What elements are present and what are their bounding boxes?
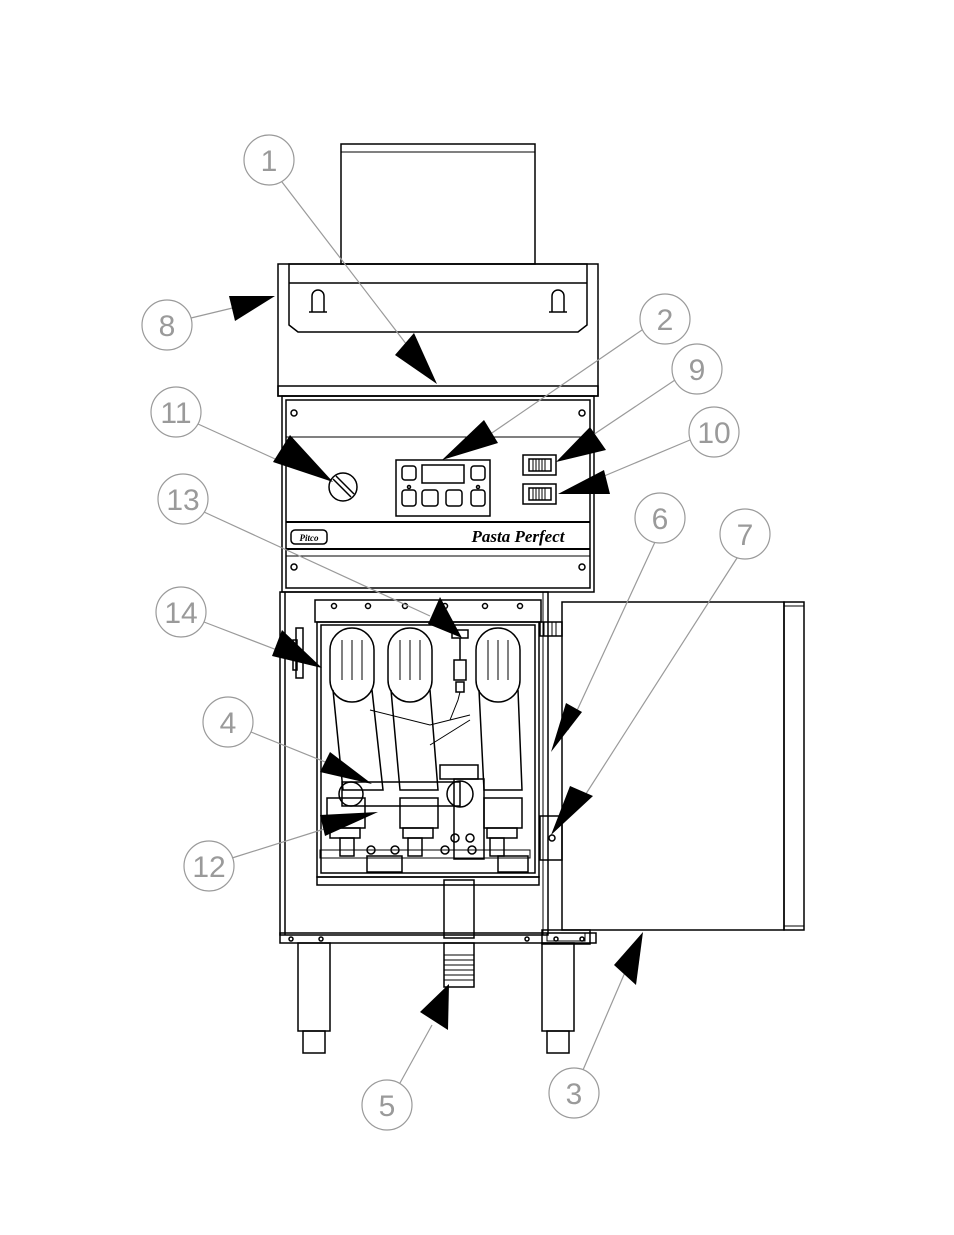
power-switch (523, 455, 556, 475)
basket-hanger (278, 264, 598, 396)
pilot-assembly (320, 781, 530, 872)
gas-valve (440, 630, 484, 859)
thermostat-knob (329, 473, 357, 501)
cabinet-door (540, 602, 804, 944)
brand-badge: Pitco (300, 533, 319, 543)
callout-3-label: 3 (566, 1078, 583, 1111)
callout-5-label: 5 (379, 1090, 396, 1123)
melt-switch (523, 484, 556, 504)
callout-11-label: 11 (160, 397, 191, 430)
computer-controller (396, 460, 490, 516)
callout-14-label: 14 (164, 597, 197, 630)
callout-8-label: 8 (159, 310, 176, 343)
callout-6-label: 6 (652, 503, 669, 536)
frypot-frame (315, 600, 541, 885)
nameplate: Pitco Pasta Perfect (291, 527, 566, 546)
callout-13-label: 13 (166, 484, 199, 517)
callout-12-label: 12 (192, 851, 225, 884)
flue (341, 144, 535, 264)
model-name: Pasta Perfect (471, 527, 566, 546)
callout-9-label: 9 (689, 354, 706, 387)
callout-1-label: 1 (261, 145, 278, 178)
callout-4-label: 4 (220, 707, 237, 740)
arrowheads (229, 296, 643, 1030)
callout-7-label: 7 (737, 519, 754, 552)
burner-tubes (330, 628, 522, 790)
callout-10-label: 10 (697, 417, 730, 450)
callout-2-label: 2 (657, 304, 674, 337)
